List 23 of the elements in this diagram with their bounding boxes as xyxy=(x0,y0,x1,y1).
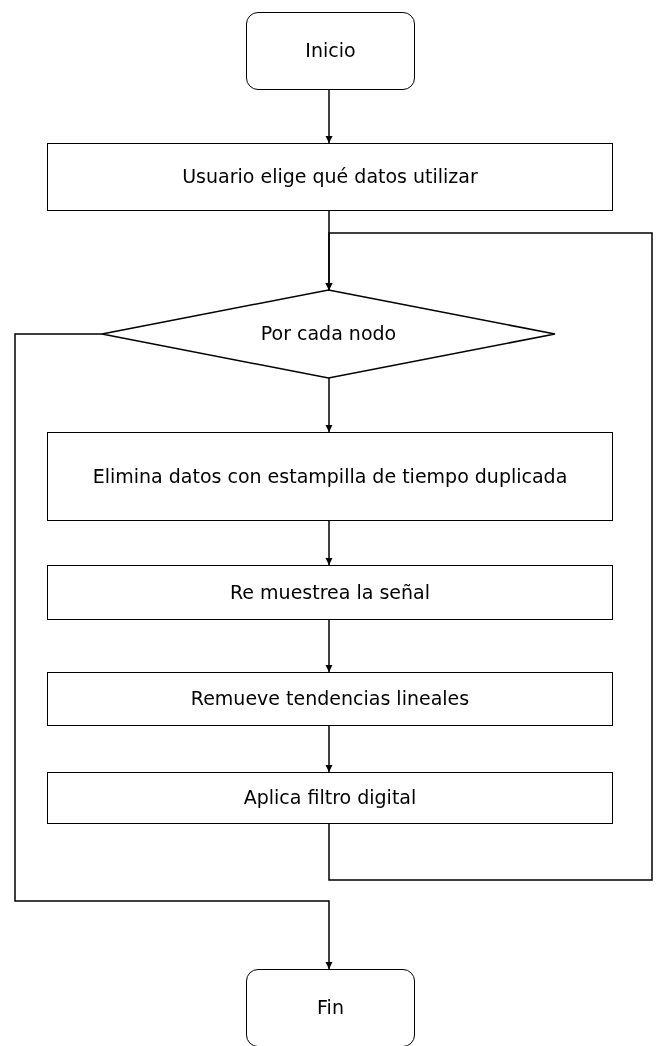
step-label: Re muestrea la señal xyxy=(229,579,431,605)
process-box xyxy=(47,432,613,521)
process-box xyxy=(47,672,613,726)
arrow xyxy=(14,333,333,970)
step-label: Usuario elige qué datos utilizar xyxy=(181,164,479,190)
step-label: Fin xyxy=(316,995,345,1021)
arrow xyxy=(325,520,333,566)
process-box xyxy=(47,772,613,824)
step-label: Elimina datos con estampilla de tiempo duplicada xyxy=(91,463,569,489)
step-label: Aplica filtro digital xyxy=(242,785,418,811)
step-label: Remueve tendencias lineales xyxy=(189,686,471,712)
arrow xyxy=(325,725,333,773)
step-label: Inicio xyxy=(304,38,357,64)
arrow xyxy=(325,89,333,144)
arrow xyxy=(325,619,333,673)
arrow xyxy=(325,377,333,433)
decision-diamond xyxy=(102,290,555,378)
process-box xyxy=(47,565,613,620)
terminal-box xyxy=(246,12,415,90)
terminal-box xyxy=(246,969,415,1046)
process-box xyxy=(47,143,613,211)
step-label: Por cada nodo xyxy=(259,321,398,347)
arrow xyxy=(325,232,653,881)
